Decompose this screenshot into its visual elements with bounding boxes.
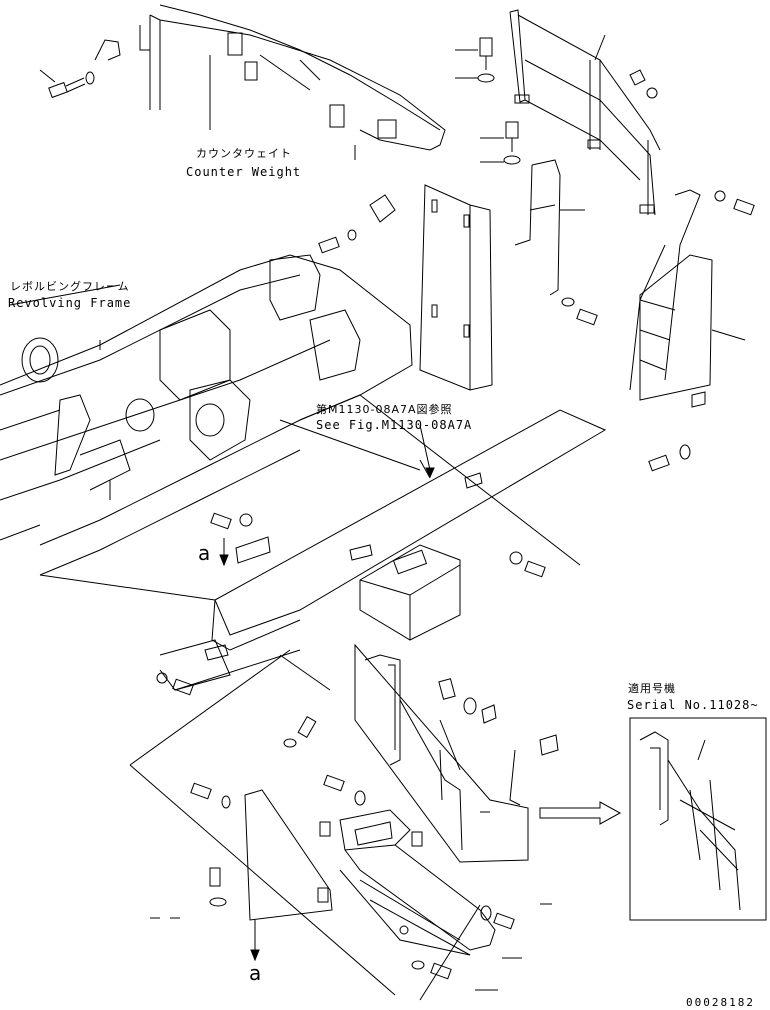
inset-arrow (539, 801, 622, 825)
guide-lines (39, 394, 581, 1001)
side-cover-panel (318, 184, 493, 391)
ladder-right (629, 189, 755, 472)
revolving-frame-label-jp: レボルビングフレーム (10, 280, 130, 293)
reference-label-jp: 第M1130-08A7A図参照 (316, 403, 453, 416)
counterweight-label-en: Counter Weight (186, 165, 302, 179)
bolt-group-top-right (455, 37, 521, 165)
counterweight-label-jp: カウンタウェイト (196, 147, 292, 160)
view-mark-a-top: a (198, 541, 211, 565)
view-arrow-a-top (219, 538, 229, 567)
bolt-group-top-left (39, 39, 121, 99)
serial-variant-inset (629, 717, 767, 921)
serial-label-jp: 適用号機 (628, 682, 676, 695)
revolving-frame-label-en: Revolving Frame (8, 296, 132, 310)
label-leaders (9, 284, 435, 479)
revolving-frame (0, 254, 413, 576)
handrail-top (509, 9, 661, 216)
walkway-step (156, 409, 607, 696)
reference-label-en: See Fig.M1130-08A7A (316, 418, 473, 432)
grab-handle (514, 159, 598, 326)
handrail-lower (354, 643, 559, 863)
serial-label-en: Serial No.11028~ (627, 698, 759, 712)
bolt-group-lower (150, 716, 552, 991)
view-mark-a-bottom: a (249, 961, 262, 985)
lower-step-assembly (244, 789, 496, 962)
counterweight (139, 4, 446, 160)
drawing-number: 00028182 (686, 996, 755, 1009)
